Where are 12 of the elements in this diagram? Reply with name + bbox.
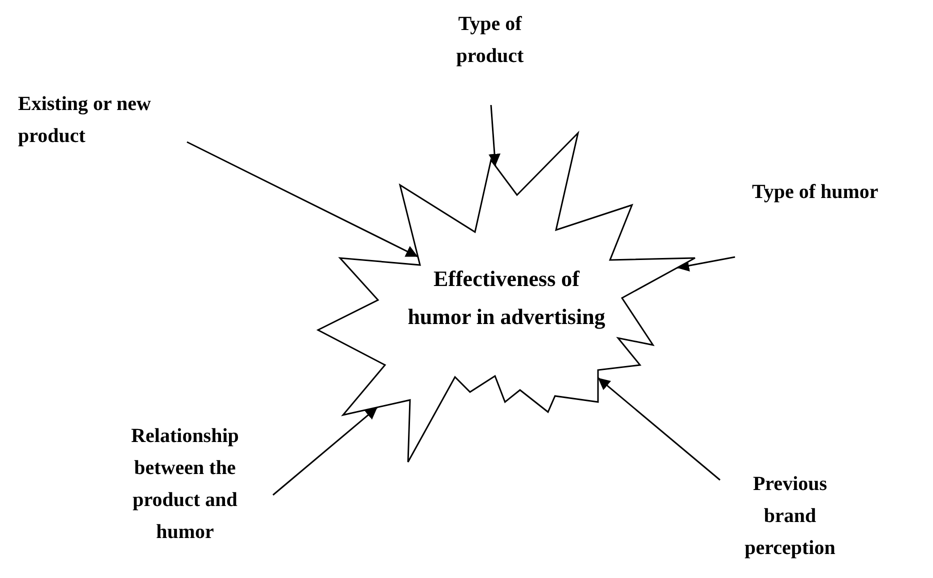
factor-label: Type of humor: [752, 176, 927, 208]
arrow: [598, 377, 720, 481]
arrow: [272, 406, 378, 496]
factor-label: Previous brand perception: [730, 468, 850, 564]
factor-label: Type of product: [425, 8, 555, 72]
central-concept-text: Effectiveness of humor in advertising: [406, 265, 606, 331]
starburst-shape: [318, 133, 695, 463]
factor-label: Relationship between the product and humor: [105, 420, 265, 548]
arrow: [676, 256, 736, 272]
arrow: [488, 104, 500, 166]
arrow: [186, 141, 418, 258]
factor-label: Existing or new product: [18, 88, 168, 152]
